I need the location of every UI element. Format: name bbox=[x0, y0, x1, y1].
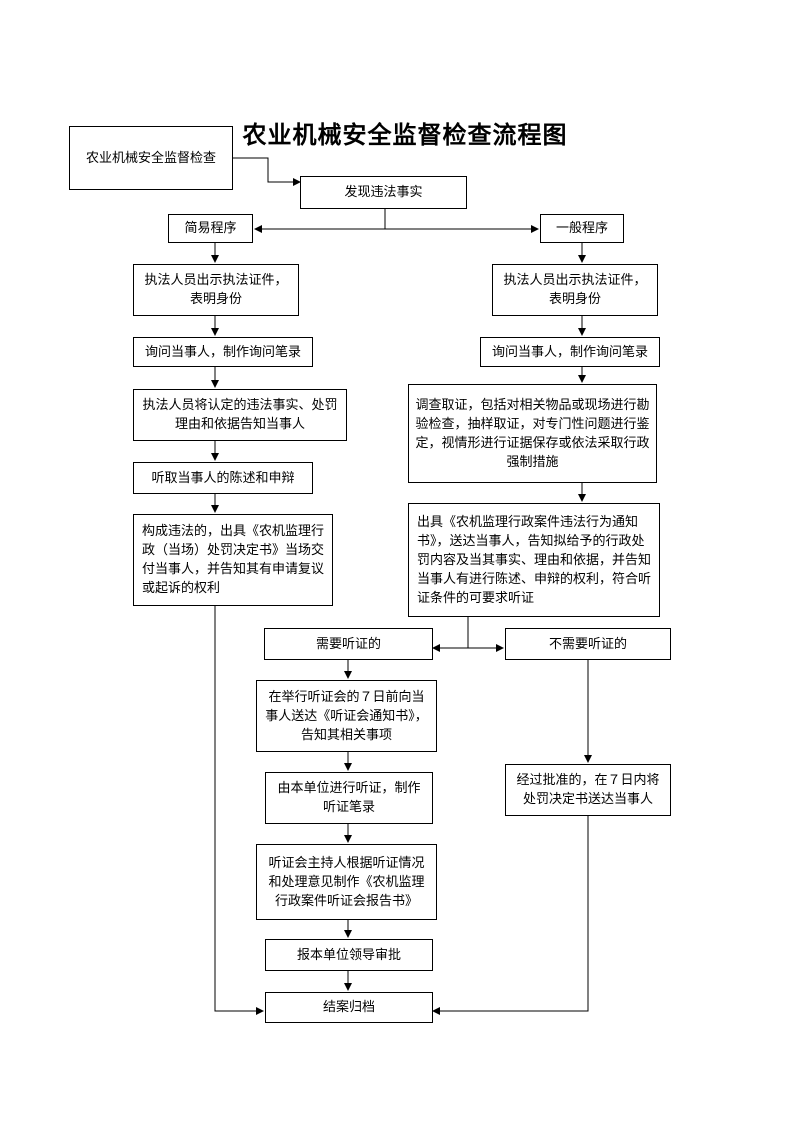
hearing-step-approval: 报本单位领导审批 bbox=[265, 939, 433, 971]
simple-step-decision: 构成违法的，出具《农机监理行政（当场）处罚决定书》当场交付当事人，并告知其有申请… bbox=[133, 514, 333, 606]
hearing-step-conduct: 由本单位进行听证，制作听证笔录 bbox=[265, 772, 433, 824]
no-hearing-step-deliver: 经过批准的，在７日内将处罚决定书送达当事人 bbox=[505, 764, 671, 816]
general-step-show-id: 执法人员出示执法证件，表明身份 bbox=[492, 264, 658, 316]
simple-procedure-box: 简易程序 bbox=[168, 214, 253, 243]
start-box: 农业机械安全监督检查 bbox=[69, 126, 233, 190]
general-step-investigation: 调查取证，包括对相关物品或现场进行勘验检查，抽样取证，对专门性问题进行鉴定，视情… bbox=[408, 384, 657, 483]
hearing-needed-box: 需要听证的 bbox=[264, 628, 433, 660]
hearing-step-notify: 在举行听证会的７日前向当事人送达《听证会通知书》，告知其相关事项 bbox=[256, 680, 437, 752]
discover-violation-box: 发现违法事实 bbox=[300, 176, 467, 209]
hearing-not-needed-box: 不需要听证的 bbox=[505, 628, 671, 660]
simple-step-inquiry: 询问当事人，制作询问笔录 bbox=[133, 337, 313, 367]
simple-step-hear-defense: 听取当事人的陈述和申辩 bbox=[133, 462, 313, 494]
simple-step-show-id: 执法人员出示执法证件，表明身份 bbox=[133, 264, 299, 316]
simple-step-inform: 执法人员将认定的违法事实、处罚理由和依据告知当事人 bbox=[133, 389, 347, 441]
general-step-inquiry: 询问当事人，制作询问笔录 bbox=[480, 337, 660, 367]
case-closed-box: 结案归档 bbox=[265, 992, 433, 1023]
page-title: 农业机械安全监督检查流程图 bbox=[242, 120, 568, 149]
hearing-step-report: 听证会主持人根据听证情况和处理意见制作《农机监理行政案件听证会报告书》 bbox=[256, 844, 437, 920]
general-procedure-box: 一般程序 bbox=[540, 214, 624, 243]
general-step-notice: 出具《农机监理行政案件违法行为通知书》，送达当事人，告知拟给予的行政处罚内容及当… bbox=[408, 503, 660, 617]
